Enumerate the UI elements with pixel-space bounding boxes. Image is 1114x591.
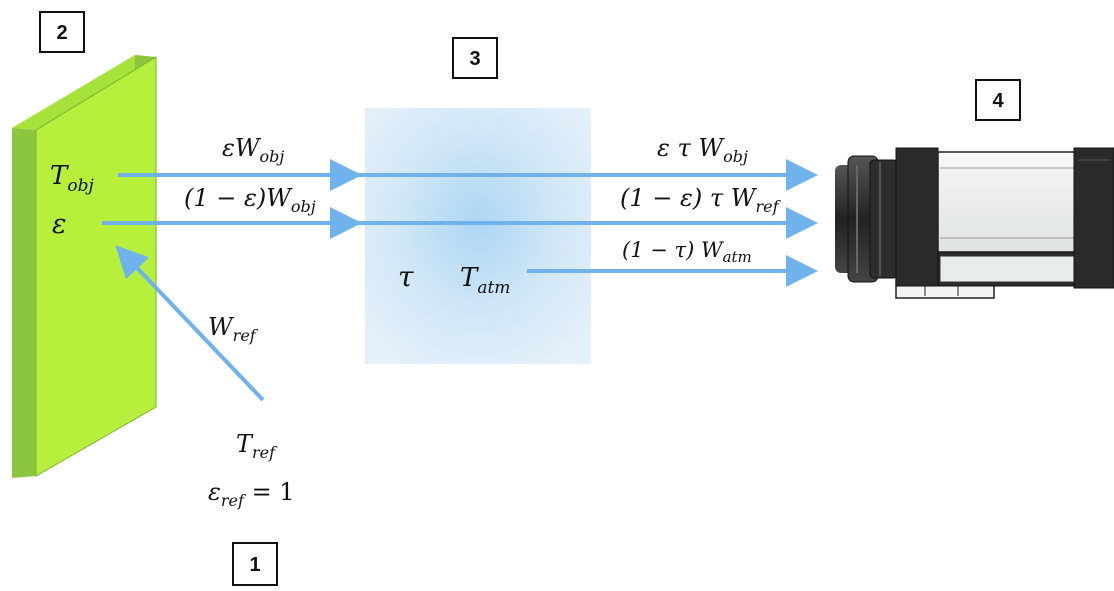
emitted-right-label: ε τ Wobj xyxy=(657,134,748,166)
reflected-temperature-label: Tref xyxy=(236,430,278,462)
label-3-text: 3 xyxy=(469,48,480,70)
atmospheric-right-label: (1 − τ) Watm xyxy=(622,238,752,266)
label-4-text: 4 xyxy=(992,90,1004,112)
reflected-emissivity-label: εref = 1 xyxy=(208,478,295,510)
label-1-text: 1 xyxy=(249,554,260,576)
label-2-text: 2 xyxy=(56,22,67,44)
reflected-radiance-label: Wref xyxy=(208,313,259,345)
atmosphere-region xyxy=(365,108,591,364)
reflected-right-label: (1 − ε) τ Wref xyxy=(620,184,782,216)
thermal-camera xyxy=(835,148,1114,298)
object-emissivity-label: ε xyxy=(52,209,67,240)
label-box-3: 3 xyxy=(453,38,497,78)
atmosphere-transmittance-label: τ xyxy=(398,260,414,293)
reflected-left-label: (1 − ε)Wobj xyxy=(184,184,316,216)
label-box-2: 2 xyxy=(40,12,84,52)
label-box-1: 1 xyxy=(233,543,277,585)
emitted-left-label: εWobj xyxy=(222,134,284,166)
label-box-4: 4 xyxy=(976,80,1020,120)
